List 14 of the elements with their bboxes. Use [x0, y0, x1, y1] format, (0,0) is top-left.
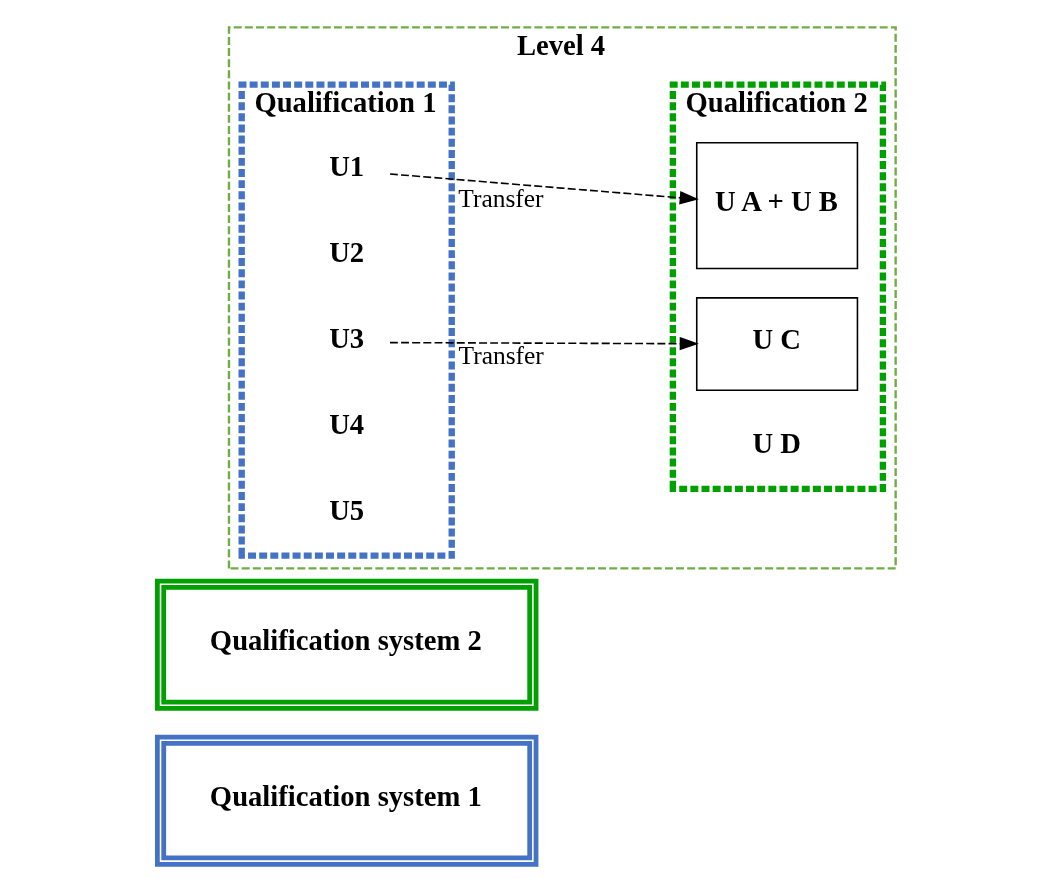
node-text: U D [751, 426, 801, 459]
node-text: U1 [328, 150, 364, 183]
arrow [388, 337, 699, 351]
edge-label: Transfer [458, 340, 544, 370]
node-text: U2 [328, 235, 364, 268]
node-box: U A + U B [695, 141, 858, 270]
edge-label: Transfer [457, 183, 544, 213]
node-box: Qualification system 1 [154, 734, 538, 867]
node-box: Qualification system 2 [154, 578, 538, 711]
node-box: U C [695, 297, 858, 391]
node-text: U3 [328, 321, 364, 354]
node-text: U4 [328, 407, 364, 440]
node-text: U5 [328, 493, 364, 526]
arrow [388, 173, 699, 205]
